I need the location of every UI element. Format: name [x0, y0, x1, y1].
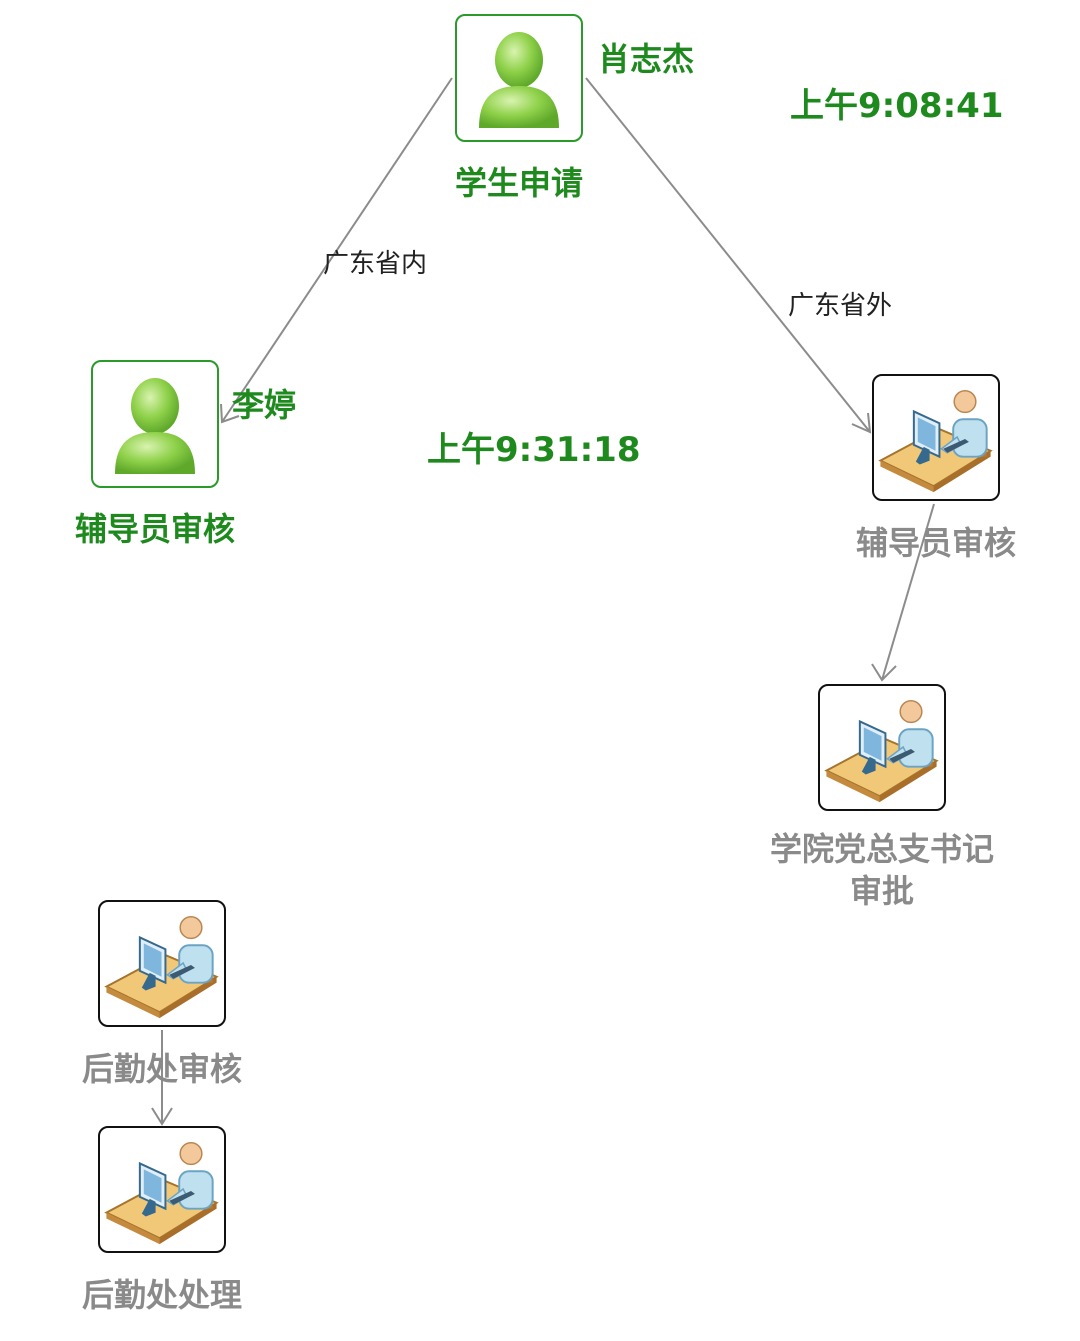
edge-review-to-process-arrowhead [151, 1107, 173, 1126]
office-worker-icon [824, 700, 939, 803]
node-counselor-review-left[interactable] [91, 360, 219, 488]
edge-in-province [221, 77, 453, 423]
node-label-line: 审批 [849, 872, 914, 910]
office-worker-icon [104, 1142, 219, 1245]
edge-out-province-arrowhead [851, 412, 872, 434]
edge-label-in-province: 广东省内 [323, 249, 428, 279]
node-label: 后勤处审核 [81, 1050, 242, 1088]
node-student-apply[interactable] [455, 14, 583, 142]
edge-out-province [585, 77, 871, 433]
node-timestamp: 上午9:08:41 [790, 86, 1004, 126]
edge-counselor-to-secretary-arrowhead [871, 663, 897, 682]
node-counselor-review-right[interactable] [872, 374, 1000, 501]
node-assignee: 李婷 [232, 386, 297, 424]
node-assignee: 肖志杰 [598, 40, 695, 78]
node-label: 辅导员审核 [855, 524, 1016, 562]
node-label: 学院党总支书记 审批 [742, 828, 1022, 912]
office-worker-icon [104, 916, 219, 1019]
user-icon [479, 32, 559, 128]
node-label-line: 学院党总支书记 [769, 830, 994, 868]
node-logistics-process[interactable] [98, 1126, 226, 1253]
node-label: 辅导员审核 [74, 510, 235, 548]
node-logistics-review[interactable] [98, 900, 226, 1027]
edge-label-out-province: 广东省外 [788, 291, 893, 321]
node-college-secretary-approval[interactable] [818, 684, 946, 811]
office-worker-icon [878, 390, 993, 493]
edge-in-province-arrowhead [220, 403, 240, 424]
node-timestamp: 上午9:31:18 [427, 430, 641, 470]
user-icon [115, 378, 195, 474]
node-label: 学生申请 [454, 164, 583, 202]
edge-counselor-to-secretary [881, 503, 935, 681]
node-label: 后勤处处理 [81, 1276, 242, 1314]
